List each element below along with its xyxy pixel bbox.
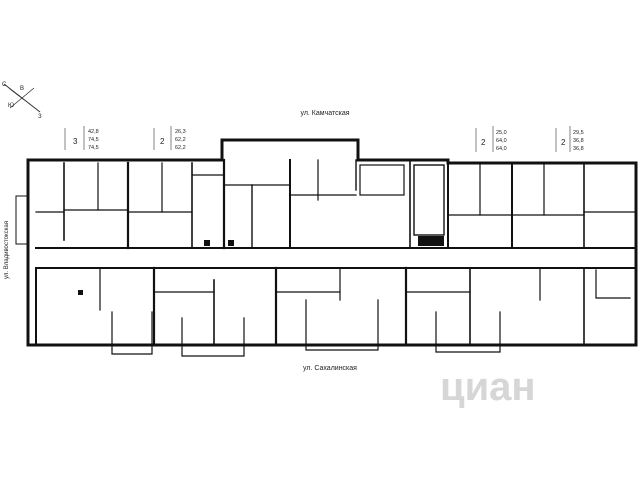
compass-letter-w: З [38, 114, 42, 120]
apartment-area-living: 42,8 [88, 129, 99, 135]
apartment-info-3: 2 25,0 64,0 64,0 [475, 126, 507, 152]
compass-rose: С В Ю З [2, 82, 42, 120]
apartment-area-living: 25,0 [496, 130, 507, 136]
apartment-rooms: 3 [73, 137, 78, 146]
apartment-area-total: 74,5 [88, 137, 99, 143]
apartment-area-full: 74,5 [88, 145, 99, 151]
apartment-rooms: 2 [481, 138, 486, 147]
apartment-area-total: 36,8 [573, 138, 584, 144]
apartment-area-total: 62,2 [175, 137, 186, 143]
apartment-info-1: 3 42,8 74,5 74,5 [64, 126, 99, 151]
street-label-west: ул. Владивостокская [4, 221, 10, 279]
apartment-area-full: 64,0 [496, 146, 507, 152]
apartment-rooms: 2 [160, 137, 165, 146]
building-walls [15, 138, 638, 357]
apartment-rooms: 2 [561, 138, 566, 147]
compass-letter-e: В [20, 86, 24, 92]
apartment-area-full: 62,2 [175, 145, 186, 151]
apartment-info-2: 2 26,3 62,2 62,2 [153, 126, 186, 151]
street-label-north: ул. Камчатская [300, 110, 349, 117]
apartment-info-4: 2 29,5 36,8 36,8 [555, 126, 584, 152]
compass-letter-n: С [2, 82, 7, 88]
street-label-south: ул. Сахалинская [303, 365, 357, 372]
apartment-area-living: 26,3 [175, 129, 186, 135]
apartment-area-full: 36,8 [573, 146, 584, 152]
fixtures [78, 236, 444, 295]
compass-letter-s: Ю [8, 103, 14, 109]
apartment-area-total: 64,0 [496, 138, 507, 144]
apartment-area-living: 29,5 [573, 130, 584, 136]
watermark: циан [440, 365, 536, 409]
